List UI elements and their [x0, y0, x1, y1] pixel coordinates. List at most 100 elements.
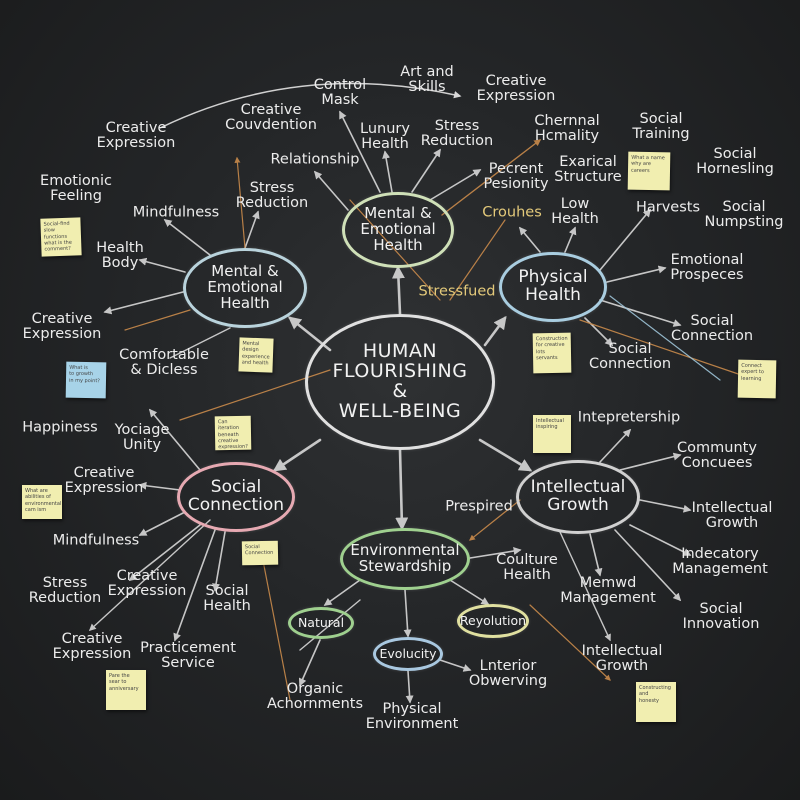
connector-line: [128, 524, 201, 581]
branch-label: Comfortable & Dicless: [119, 346, 209, 378]
connector-line: [234, 156, 246, 249]
connector-line: [584, 317, 614, 347]
branch-label: Happiness: [22, 419, 98, 436]
connector-line: [639, 499, 692, 513]
branch-label: Intepretership: [577, 409, 681, 426]
connector-line: [614, 529, 682, 602]
connector-line: [564, 226, 577, 253]
branch-label: Emotionic Feeling: [40, 172, 112, 204]
branch-label: Stress Reduction: [235, 179, 309, 211]
connector-line: [411, 148, 441, 193]
connector-line: [589, 533, 603, 577]
connector-line: [599, 428, 632, 463]
hub-evolucity: Evolucity: [373, 637, 443, 671]
connector-line: [148, 408, 201, 471]
connector-line: [298, 639, 321, 687]
sticky-note: What a name why are careers: [627, 151, 671, 191]
sticky-note: Pare the sear to anniversary: [106, 670, 146, 710]
branch-label: Stress Reduction: [28, 574, 102, 606]
connector-line: [403, 589, 412, 638]
hub-intellectual: Intellectual Growth: [516, 460, 640, 534]
branch-label: Lunury Health: [360, 120, 410, 152]
connector-line: [163, 219, 211, 256]
branch-label: Art and Skills: [400, 63, 454, 95]
connector-line: [259, 544, 291, 701]
sticky-note: Can iteration beneath creative expressio…: [214, 415, 252, 451]
connector-line: [313, 170, 349, 211]
connector-line: [599, 208, 652, 271]
connector-line: [599, 299, 682, 327]
branch-label: Social Health: [203, 582, 251, 614]
hub-reyolution: Reyolution: [457, 604, 529, 638]
branch-label: Creative Expression: [107, 567, 187, 599]
connector-line: [244, 210, 260, 249]
branch-label: Relationship: [270, 151, 360, 168]
sticky-note: Connect expert to learning: [737, 359, 777, 399]
connector-line: [339, 110, 381, 193]
hub-environmental: Environmental Stewardship: [340, 528, 470, 590]
connector-line: [212, 531, 226, 592]
connector-line: [529, 604, 611, 681]
branch-label: Creative Expression: [52, 630, 132, 662]
branch-label: Communty Concuees: [677, 439, 757, 471]
branch-label: Crouhes: [482, 204, 542, 221]
branch-label: Practicement Service: [140, 639, 236, 671]
branch-label: Creative Expression: [22, 310, 102, 342]
connector-line: [518, 226, 541, 253]
branch-label: Coulture Health: [496, 551, 558, 583]
branch-label: Lnterior Obwerving: [468, 657, 548, 689]
connector-line: [405, 670, 414, 704]
connector-line: [579, 319, 751, 379]
connector-line: [609, 295, 721, 381]
sticky-note: Construction for creative lots servants: [532, 332, 572, 374]
connector-line: [606, 265, 667, 283]
branch-label: Creative Couvdention: [225, 101, 317, 133]
branch-label: Control Mask: [313, 76, 367, 108]
branch-label: Memwd Management: [560, 574, 656, 606]
branch-label: Social Connection: [588, 340, 672, 372]
connector-line: [469, 547, 522, 559]
connector-line: [478, 438, 533, 472]
connector-line: [629, 524, 692, 556]
branch-label: Intellectual Growth: [581, 642, 663, 674]
branch-label: Indecatory Management: [672, 545, 768, 577]
connector-line: [439, 659, 472, 672]
sticky-note: Social-find slow functions what is the c…: [40, 217, 82, 257]
connector-line: [323, 579, 361, 606]
connector-line: [382, 150, 393, 193]
branch-label: Mindfulness: [132, 204, 220, 221]
connector-line: [88, 519, 211, 631]
connector-line: [441, 139, 542, 216]
branch-label: Social Innovation: [682, 600, 760, 632]
branch-label: Creative Expression: [64, 464, 144, 496]
connector-line: [449, 219, 506, 301]
branch-label: Emotional Prospeces: [670, 251, 744, 283]
branch-label: Mindfulness: [52, 532, 140, 549]
hub-center: HUMAN FLOURISHING & WELL-BEING: [305, 314, 495, 450]
connector-line: [469, 499, 521, 541]
branch-label: Physical Environment: [365, 700, 459, 732]
connector-line: [449, 579, 490, 605]
connector-line: [395, 448, 409, 531]
branch-label: Health Body: [96, 239, 144, 271]
hub-natural: Natural: [288, 607, 354, 639]
branch-label: Harvests: [635, 199, 701, 216]
hub-mental-left: Mental & Emotional Health: [183, 248, 307, 328]
branch-label: Creative Expression: [96, 119, 176, 151]
sticky-note: Constructing and honesty: [636, 682, 676, 722]
branch-label: Social Training: [632, 110, 690, 142]
hub-mental-top: Mental & Emotional Health: [342, 192, 454, 268]
connector-line: [272, 438, 322, 472]
hub-physical: Physical Health: [499, 252, 607, 322]
connector-line: [103, 291, 184, 315]
sticky-note: Intellectual inspiring: [533, 415, 571, 453]
connector-line: [169, 327, 231, 359]
connector-line: [391, 265, 405, 316]
branch-label: Low Health: [551, 195, 599, 227]
connector-line: [138, 511, 186, 536]
connector-line: [429, 169, 482, 201]
connector-line: [619, 452, 682, 471]
branch-label: Social Connection: [670, 312, 754, 344]
connector-line: [159, 82, 462, 129]
